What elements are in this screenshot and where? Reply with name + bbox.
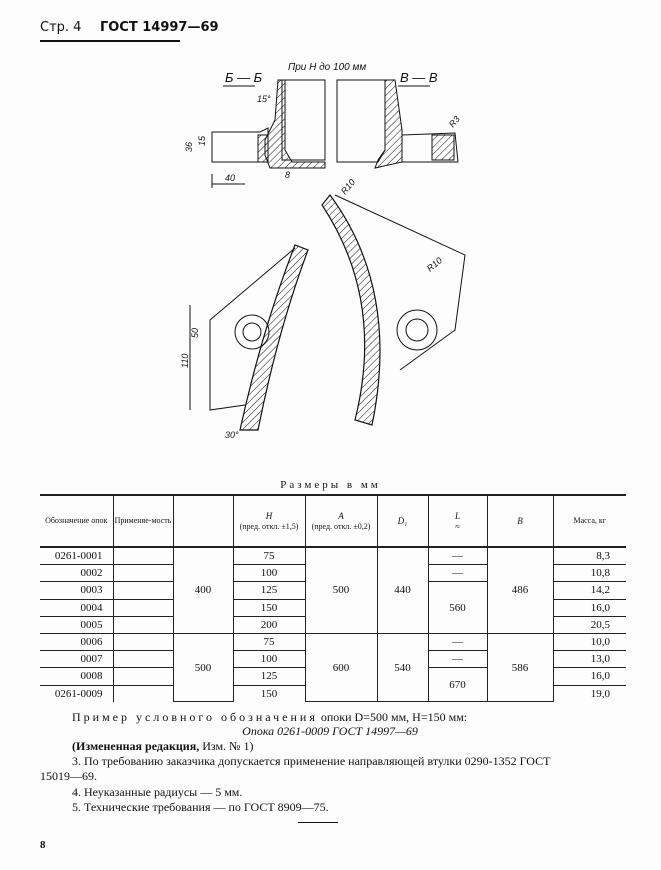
dim-40: 40 [225,173,235,183]
table-header-row: Обозначение опок Применяе-мость H(пред. … [40,494,626,548]
dimensions-table: Обозначение опок Применяе-мость H(пред. … [40,494,626,703]
col-b: B [486,494,553,548]
section-label-b: Б — Б [225,70,263,85]
end-rule [298,822,338,823]
col-d1: D₁ [376,494,428,548]
dim-110: 110 [180,354,190,368]
col-l: L≈ [427,494,487,548]
note-3: 3. По требованию заказчика допускается п… [72,754,551,768]
dim-r3: R3 [447,114,462,129]
col-h: H(пред. откл. ±1,5) [232,494,305,548]
dim-36: 36 [184,142,194,152]
standard-number: ГОСТ 14997—69 [99,20,219,35]
col-a: A(пред. откл. ±0,2) [304,494,377,548]
table-row: 0006 500 75 600 540 — 586 10,0 [40,633,626,703]
col-applicability: Применяе-мость [112,494,173,548]
dim-angle-15: 15° [257,94,271,104]
table-row: 0261-0001 400 75 500 440 — 486 8,3 [40,547,626,634]
note-3-continued: 15019—69. [40,769,97,783]
col-designation: Обозначение опок [40,494,113,548]
dim-r10-side: R10 [425,255,444,273]
col-d [172,494,233,548]
page-number: Стр. 4 [40,20,82,35]
dim-15: 15 [197,135,207,146]
page-header: Стр. 4 ГОСТ 14997—69 [40,20,219,35]
example-designation: Опока 0261-0009 ГОСТ 14997—69 [242,724,418,738]
col-mass: Масса, кг [552,494,626,548]
section-label-v: В — В [400,70,438,85]
footer-mark: 8 [40,839,46,851]
note-5: 5. Технические требования — по ГОСТ 8909… [72,800,329,814]
dim-r10-top: R10 [339,177,357,196]
drawing-note: При H до 100 мм [288,62,366,73]
dim-8: 8 [285,170,290,180]
technical-drawing: При H до 100 мм Б — Б В — В 40 8 15° 36 … [180,62,466,440]
table-units-caption: Размеры в мм [280,479,381,491]
dim-50: 50 [190,328,200,338]
note-4: 4. Неуказанные радиусы — 5 мм. [72,785,243,799]
plan-view-right: R10 R10 [321,177,466,426]
dim-angle-30: 30° [225,430,239,440]
header-rule [40,40,180,42]
example-line: Пример условного обозначения опоки D=500… [72,710,468,724]
plan-view-left: 50 110 30° [180,244,309,440]
revision-note: (Измененная редакция, Изм. № 1) [72,739,254,753]
section-view: 40 8 15° 36 15 R3 [184,79,462,188]
